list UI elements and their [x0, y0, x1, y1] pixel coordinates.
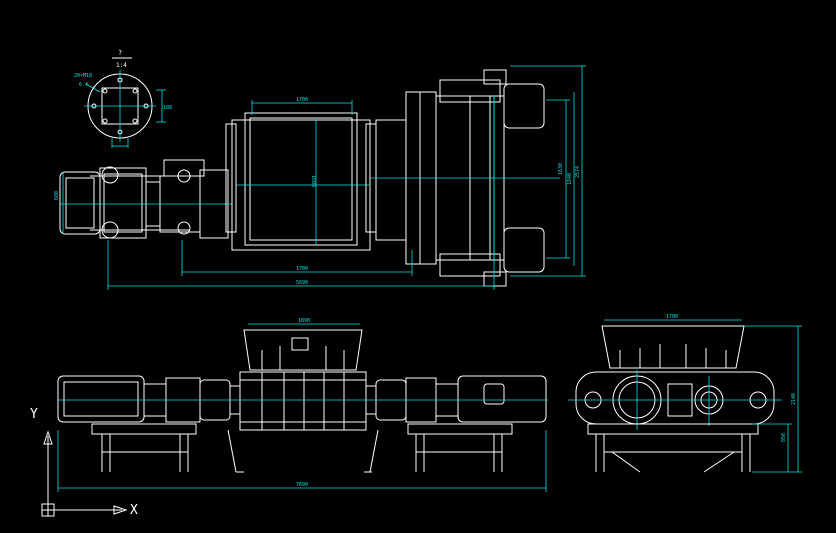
front-elevation: 1890	[57, 318, 548, 492]
plan-right-dim-3: 2574	[575, 166, 581, 178]
flange-detail-view: ? 1:4 20×M18 6.4 188	[74, 49, 172, 148]
detail-dim-right: 188	[163, 105, 172, 111]
side-lower-height: 850	[781, 433, 787, 442]
detail-number: ?	[118, 49, 122, 57]
side-hopper-width: 1700	[666, 314, 678, 320]
front-hopper-width: 1890	[298, 318, 310, 324]
plan-hopper-depth: 1600	[310, 175, 316, 187]
plan-left-motor-dim: 680	[54, 191, 60, 200]
front-overall-length: 7690	[296, 482, 308, 488]
ucs-x-label: X	[130, 503, 138, 518]
plan-inner-span: 1700	[296, 266, 308, 272]
ucs-y-label: Y	[30, 407, 38, 422]
plan-view: 680 1700 1600	[54, 65, 586, 290]
plan-right-dim-1: 1630	[558, 163, 564, 175]
plan-overall-length: 5690	[296, 280, 308, 286]
plan-hopper-width: 1700	[296, 97, 308, 103]
ucs-icon	[41, 430, 128, 517]
plan-right-dim-2: 1840	[567, 173, 573, 185]
plan-left-motor: 680	[54, 159, 232, 290]
detail-bolt-note-2: 6.4	[79, 82, 88, 88]
side-overall-height: 2140	[791, 393, 797, 405]
detail-bolt-note: 20×M18	[74, 73, 92, 79]
plan-right-drive: 1630 1840 2574	[370, 65, 586, 290]
detail-scale: 1:4	[116, 62, 127, 69]
side-elevation: 1700 2140 850	[568, 314, 802, 473]
plan-hopper: 1700 1600	[225, 97, 377, 251]
